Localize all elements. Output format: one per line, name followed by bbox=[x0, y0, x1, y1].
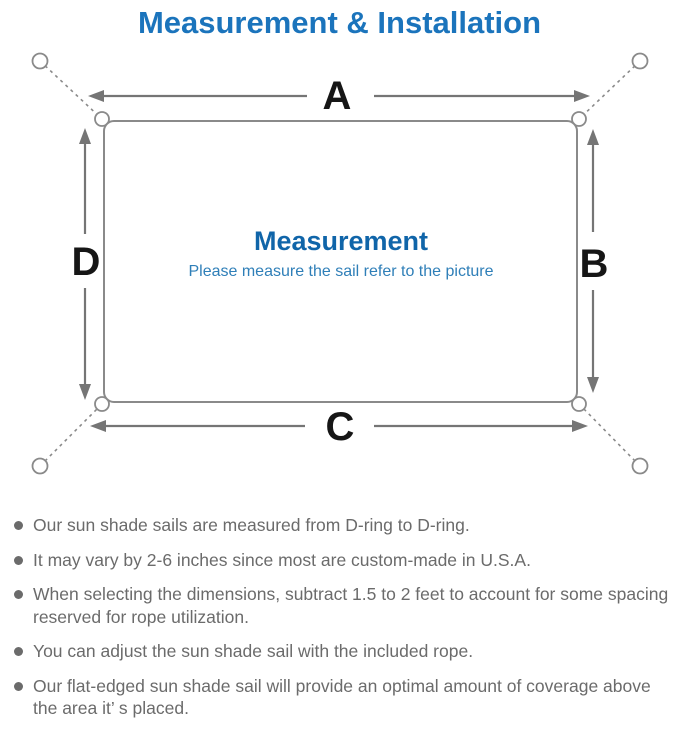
dimension-label-c: C bbox=[326, 405, 355, 449]
note-text: You can adjust the sun shade sail with t… bbox=[33, 641, 474, 661]
diagram-subtitle: Please measure the sail refer to the pic… bbox=[188, 263, 493, 280]
anchor-point-icon bbox=[31, 52, 49, 70]
arrowhead-right-icon bbox=[572, 420, 588, 432]
measurement-installation-infographic: Measurement & Installation Measurement P… bbox=[0, 4, 679, 720]
guy-line-top-right bbox=[576, 60, 641, 122]
arrowhead-left-icon bbox=[88, 90, 104, 102]
arrowhead-up-icon bbox=[587, 129, 599, 145]
note-text: Our sun shade sails are measured from D-… bbox=[33, 515, 470, 535]
anchor-point-icon bbox=[31, 457, 49, 475]
guy-line-bottom-left bbox=[39, 401, 105, 467]
list-item: Our sun shade sails are measured from D-… bbox=[10, 514, 671, 537]
diagram-heading: Measurement bbox=[254, 226, 428, 256]
bullet-icon bbox=[14, 590, 23, 599]
d-ring-icon bbox=[94, 111, 110, 127]
note-text: It may vary by 2-6 inches since most are… bbox=[33, 549, 531, 570]
bullet-icon bbox=[14, 647, 23, 656]
dimension-label-a: A bbox=[323, 74, 352, 118]
dimension-label-b: B bbox=[580, 242, 609, 286]
anchor-point-icon bbox=[631, 52, 649, 70]
guy-line-top-left bbox=[39, 60, 105, 122]
bullet-icon bbox=[14, 681, 23, 691]
notes-list: Our sun shade sails are measured from D-… bbox=[0, 502, 679, 720]
list-item: You can adjust the sun shade sail with t… bbox=[10, 640, 671, 663]
measurement-diagram: Measurement Please measure the sail refe… bbox=[31, 52, 649, 475]
anchor-point-icon bbox=[631, 457, 649, 475]
arrowhead-right-icon bbox=[574, 90, 590, 102]
bullet-icon bbox=[14, 555, 23, 565]
note-text: Our flat-edged sun shade sail will provi… bbox=[33, 675, 651, 719]
list-item: Our flat-edged sun shade sail will provi… bbox=[10, 675, 671, 720]
arrowhead-up-icon bbox=[79, 128, 91, 144]
arrowhead-down-icon bbox=[587, 377, 599, 393]
arrowhead-left-icon bbox=[90, 420, 106, 432]
list-item: When selecting the dimensions, subtract … bbox=[10, 583, 671, 628]
bullet-icon bbox=[14, 521, 23, 530]
page-title: Measurement & Installation bbox=[137, 5, 542, 40]
arrowhead-down-icon bbox=[79, 384, 91, 400]
note-text: When selecting the dimensions, subtract … bbox=[33, 584, 669, 627]
d-ring-icon bbox=[571, 396, 587, 412]
list-item: It may vary by 2-6 inches since most are… bbox=[10, 549, 671, 572]
d-ring-icon bbox=[94, 396, 110, 412]
d-ring-icon bbox=[571, 111, 587, 127]
guy-line-bottom-right bbox=[576, 401, 641, 467]
dimension-label-d: D bbox=[72, 240, 101, 284]
sail-outline bbox=[103, 120, 578, 403]
